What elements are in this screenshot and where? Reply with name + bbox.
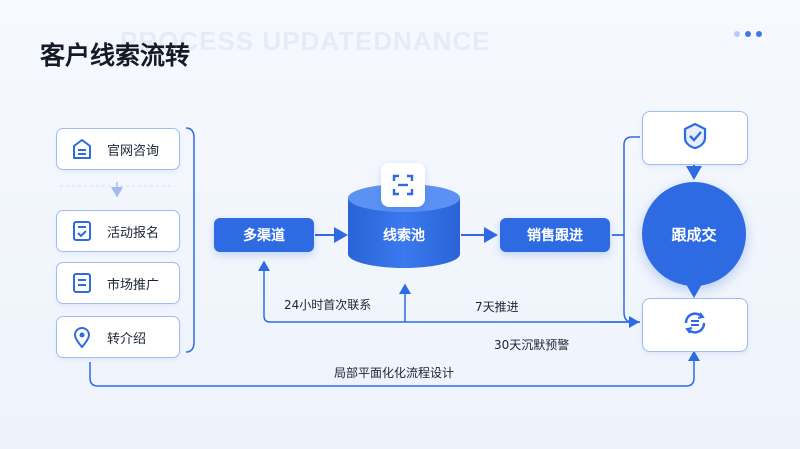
note-24h-contact: 24小时首次联系 — [284, 298, 372, 312]
dot — [745, 31, 751, 37]
sales-followup-node[interactable]: 销售跟进 — [500, 218, 610, 252]
source-label: 活动报名 — [107, 225, 160, 241]
document-icon — [71, 272, 93, 294]
verified-card[interactable] — [642, 111, 748, 165]
house-doc-icon — [71, 138, 93, 160]
shield-check-icon — [680, 121, 710, 155]
note-bottom-design: 局部平面化化流程设计 — [334, 366, 455, 380]
checklist-icon — [71, 220, 93, 242]
page-title: 客户线索流转 — [40, 41, 191, 70]
dot — [734, 31, 740, 37]
note-7d-push: 7天推进 — [475, 300, 519, 314]
deal-node[interactable]: 跟成交 — [642, 182, 746, 286]
database-icon — [381, 163, 425, 207]
source-marketing[interactable]: 市场推广 — [56, 262, 180, 304]
multi-channel-node[interactable]: 多渠道 — [214, 218, 314, 252]
source-label: 转介绍 — [107, 331, 147, 347]
source-referral[interactable]: 转介绍 — [56, 316, 180, 358]
note-30d-warning: 30天沉默预警 — [494, 338, 570, 352]
source-event-signup[interactable]: 活动报名 — [56, 210, 180, 252]
dot — [756, 31, 762, 37]
source-label: 官网咨询 — [107, 143, 160, 159]
lead-pool-label: 线索池 — [383, 228, 425, 244]
location-pin-icon — [71, 326, 93, 348]
refresh-cycle-icon — [680, 308, 710, 342]
pagination-dots — [734, 31, 762, 37]
cycle-card[interactable] — [642, 298, 748, 352]
source-official-site[interactable]: 官网咨询 — [56, 128, 180, 170]
header-watermark: PROCESS UPDATEDNANCE — [120, 26, 491, 56]
source-label: 市场推广 — [107, 277, 160, 293]
